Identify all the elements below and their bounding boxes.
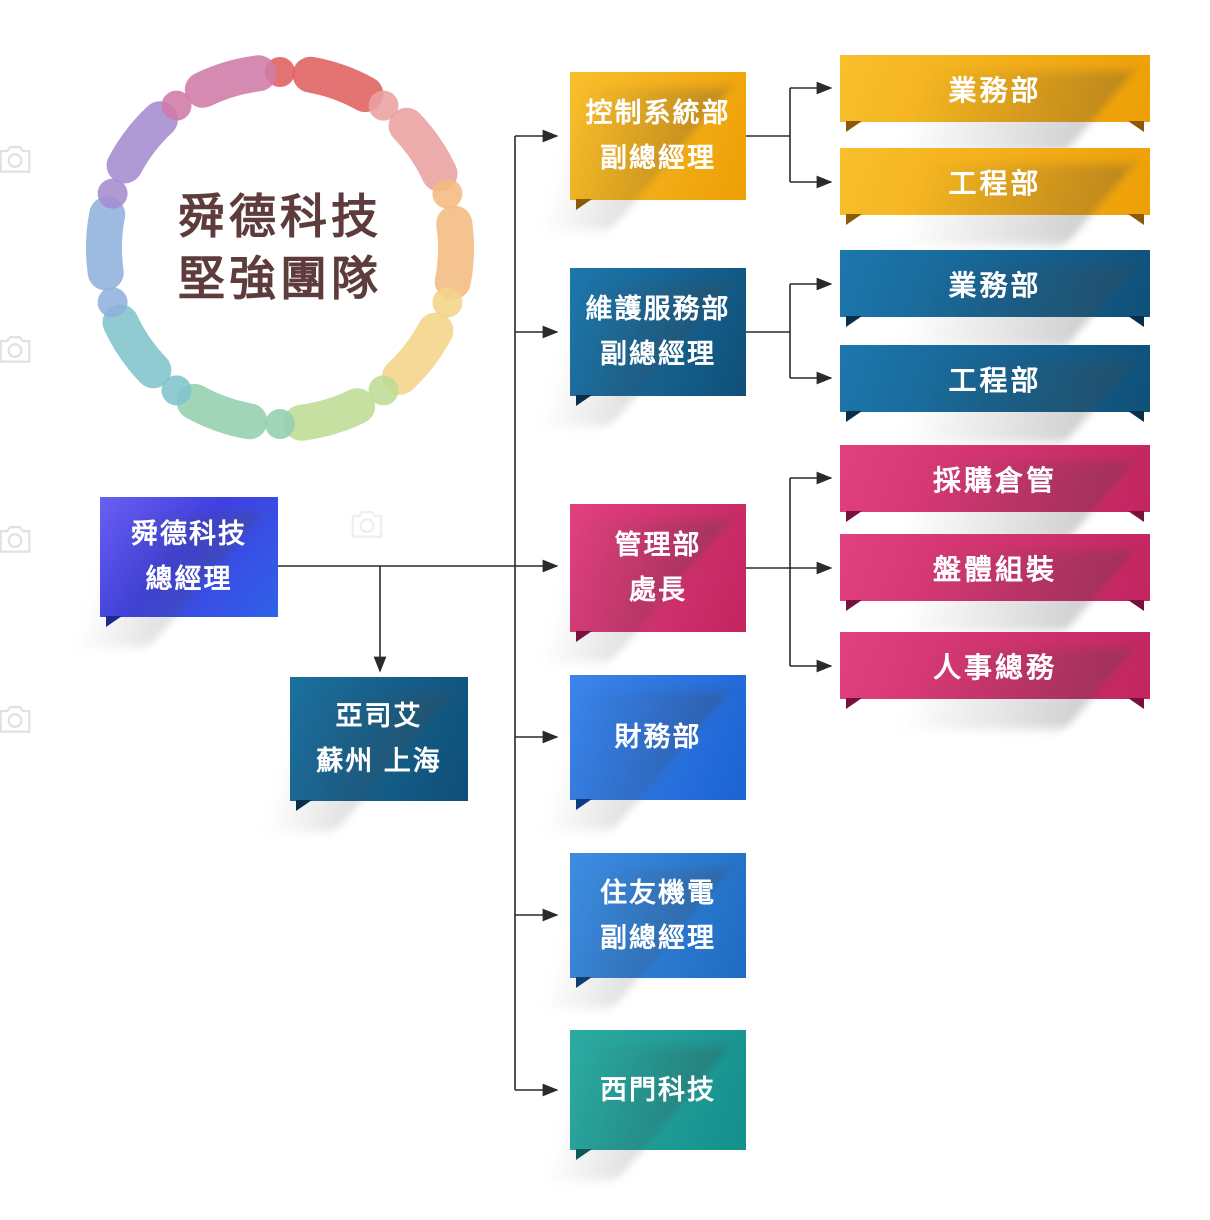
ribbon-management-panel-assembly: 盤體組裝 [840,534,1150,611]
ribbon-control-sales: 業務部 [840,55,1150,132]
logo-person-body [283,388,376,441]
ribbon-fold-right [1128,316,1144,327]
logo-person-body [176,383,268,440]
ribbon-fold-left [846,316,862,327]
ribbon-label: 工程部 [948,167,1042,199]
ribbon-fold-left [846,121,862,132]
node-dept-sumitomo-electric: 住友機電 副總經理 [570,853,746,988]
ribbon-label: 採購倉管 [932,464,1057,496]
ribbon-fold-right [1128,411,1144,422]
node-fold [576,395,592,406]
node-label: 維護服務部 [585,294,731,324]
node-label: 西門科技 [600,1074,716,1105]
ribbon-fold-left [846,698,862,709]
logo-person-body [106,101,178,184]
node-label: 住友機電 [600,877,716,908]
logo-person-head [432,178,463,209]
chart-title-line1: 舜德科技 [178,190,382,243]
node-subsidiary-asiai: 亞司艾 蘇州 上海 [290,677,468,811]
node-fold [576,977,592,988]
ribbon-fold-left [846,600,862,611]
ribbon-maintenance-engineering: 工程部 [840,345,1150,422]
ribbon-fold-right [1128,511,1144,522]
watermark-camera-icon [0,706,31,733]
logo-person-head [97,287,128,318]
node-label: 控制系統部 [585,98,731,128]
ribbon-label: 盤體組裝 [932,553,1057,585]
ribbon-label: 業務部 [948,269,1042,301]
ribbon-fold-left [846,214,862,225]
node-root-general-manager: 舜德科技 總經理 [100,497,278,627]
node-label: 副總經理 [600,339,716,369]
chart-title-line2: 堅強團隊 [178,252,382,305]
ribbon-control-engineering: 工程部 [840,148,1150,225]
node-fold [576,1149,592,1160]
node-dept-simon-tech: 西門科技 [570,1030,746,1160]
ribbon-fold-right [1128,121,1144,132]
node-label: 舜德科技 [131,519,247,549]
logo-person-body [292,56,384,113]
ribbon-maintenance-sales: 業務部 [840,250,1150,327]
node-dept-finance: 財務部 [570,675,746,810]
node-label: 總經理 [145,564,233,594]
watermark-camera-icon [0,146,31,173]
ribbon-fold-left [846,411,862,422]
unity-circle-logo [86,55,474,441]
logo-person-head [161,375,192,406]
ribbon-fold-right [1128,600,1144,611]
ribbon-fold-right [1128,698,1144,709]
logo-person-head [265,409,295,439]
ribbon-fold-left [846,511,862,522]
logo-person-body [86,196,126,291]
logo-person-body [382,312,454,395]
ribbon-label: 人事總務 [932,651,1057,683]
node-label: 亞司艾 [335,701,423,731]
node-label: 副總經理 [600,143,716,173]
logo-person-head [368,90,399,121]
ribbon-fold-right [1128,214,1144,225]
node-dept-control-systems: 控制系統部 副總經理 [570,72,746,210]
watermark-camera-icon [0,336,31,363]
logo-person-body [184,55,277,108]
node-fold [576,199,592,210]
logo-person-head [432,287,463,318]
node-fold [296,800,312,811]
node-label: 處長 [629,575,687,605]
ribbon-label: 業務部 [948,74,1042,106]
node-label: 副總經理 [600,922,716,953]
logo-person-body [388,107,458,192]
node-fold [576,799,592,810]
logo-person-body [102,304,172,389]
node-label: 蘇州 上海 [316,746,442,776]
watermark-camera-icon [351,511,383,538]
node-fold [106,616,122,627]
watermark-camera-icon [0,526,31,553]
ribbon-management-procurement: 採購倉管 [840,445,1150,522]
ribbon-management-hr: 人事總務 [840,632,1150,709]
chart-title: 舜德科技 堅強團隊 [80,186,480,310]
node-label: 管理部 [614,530,702,560]
node-dept-management: 管理部 處長 [570,504,746,642]
node-fold [576,631,592,642]
ribbon-label: 工程部 [948,364,1042,396]
logo-person-head [161,90,192,121]
logo-person-head [368,375,399,406]
node-dept-maintenance-service: 維護服務部 副總經理 [570,268,746,406]
node-label: 財務部 [614,722,702,752]
logo-person-head [97,178,128,209]
